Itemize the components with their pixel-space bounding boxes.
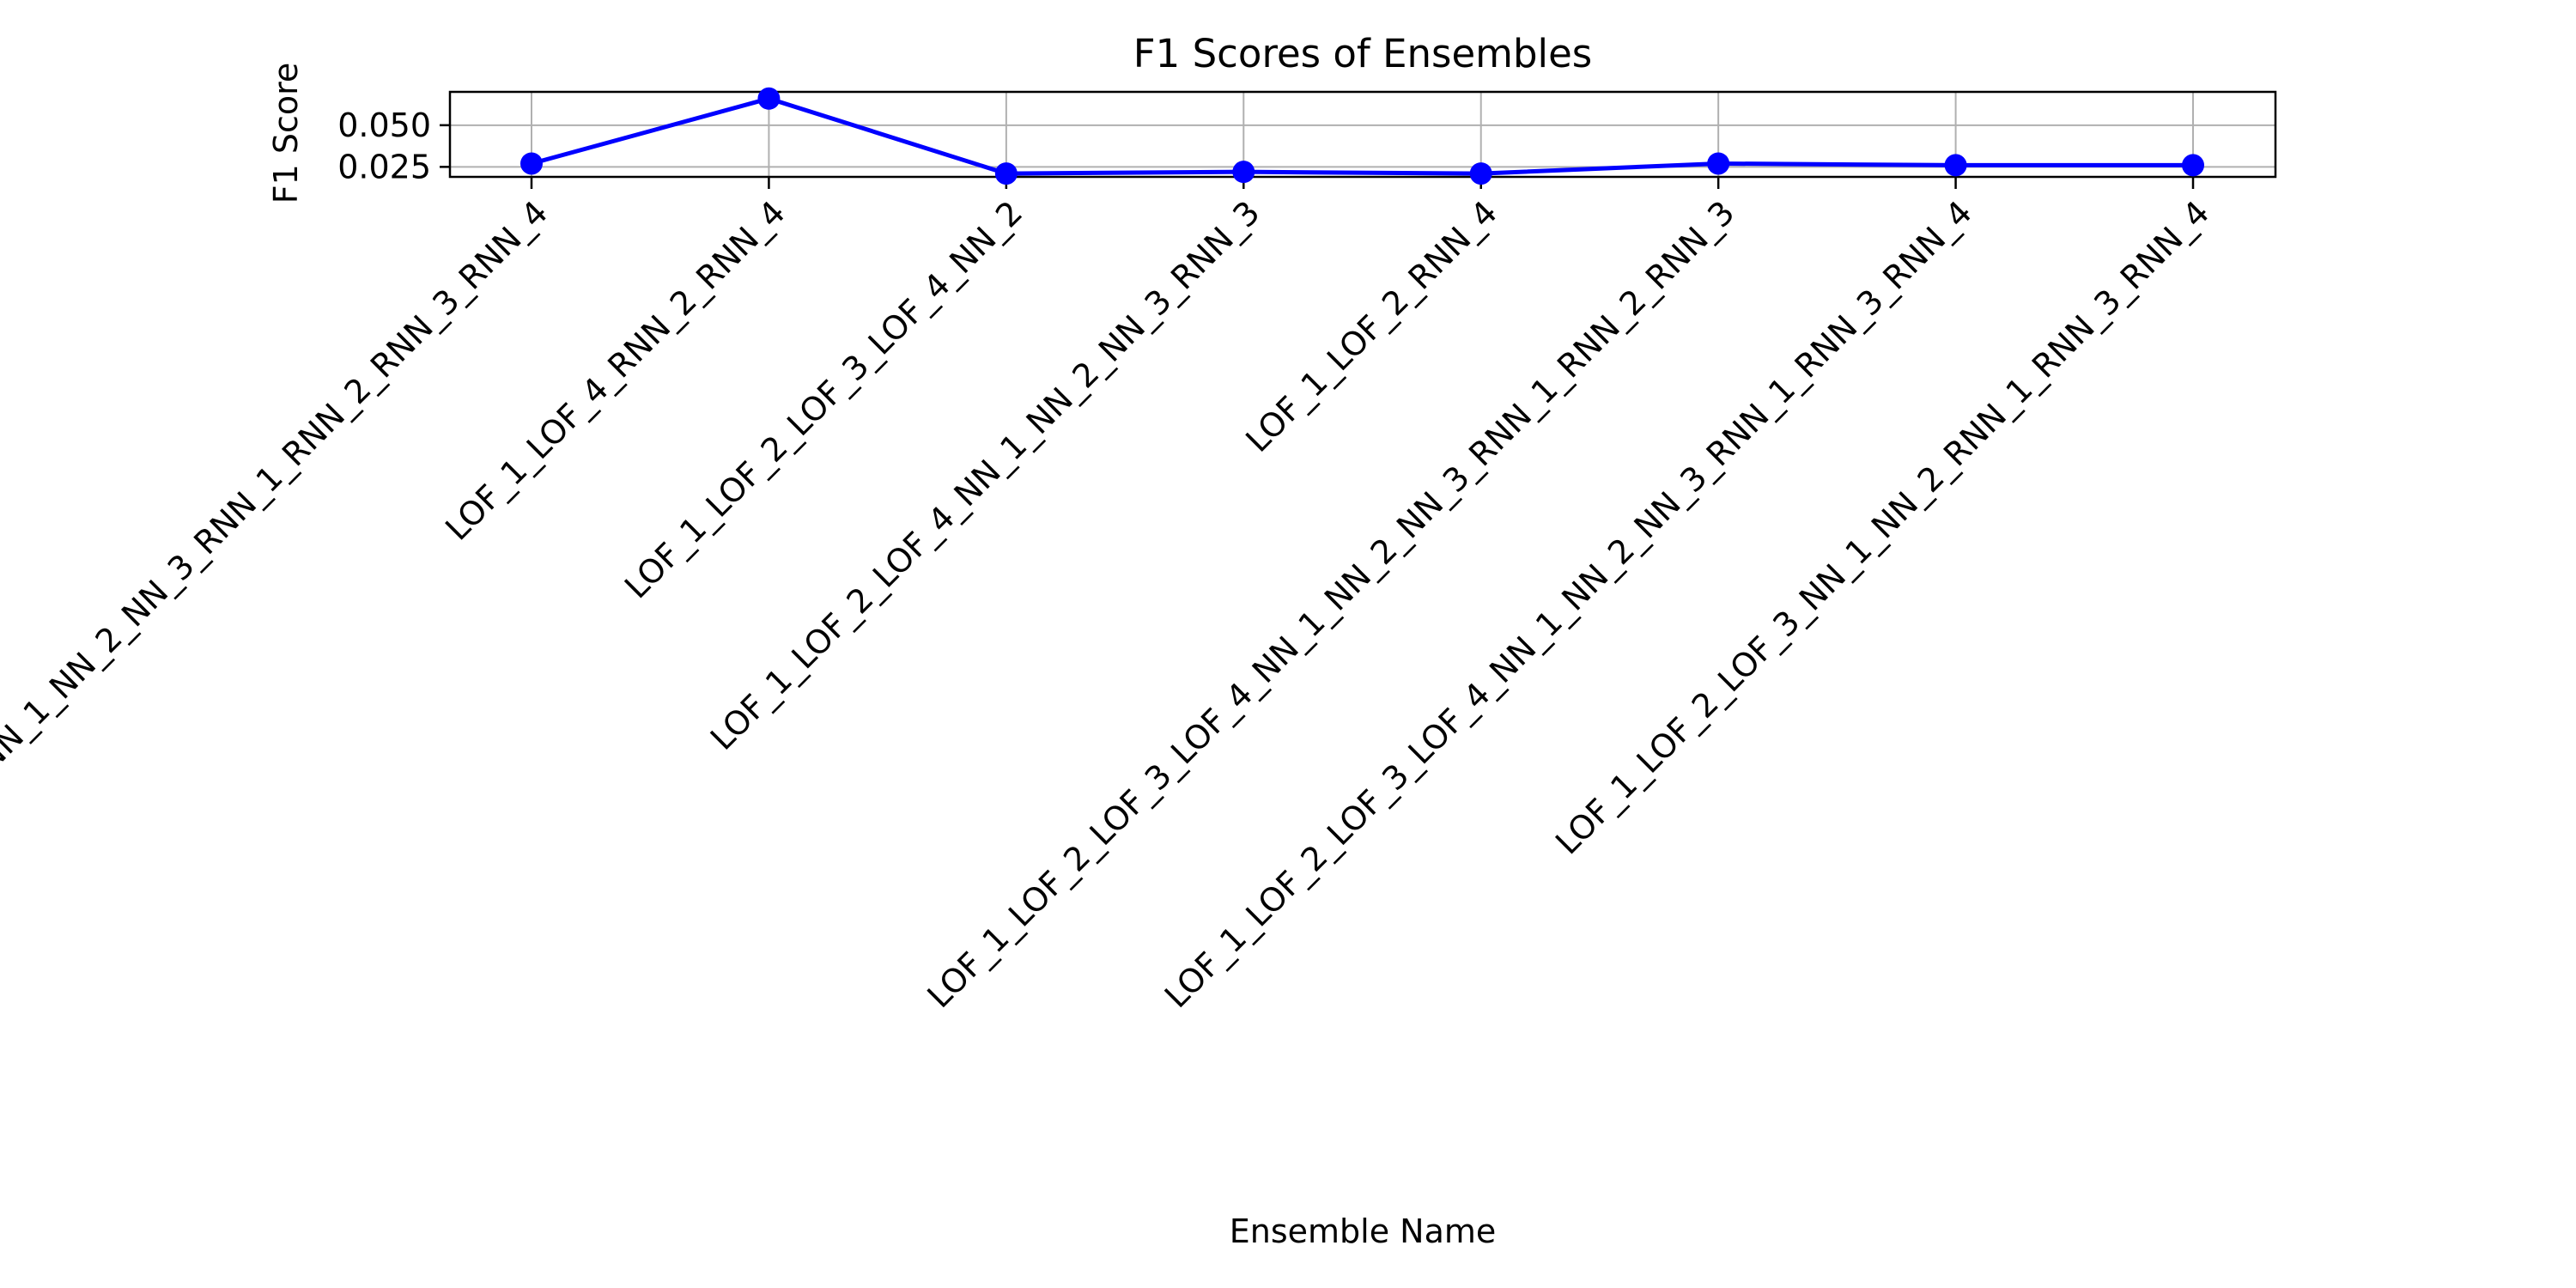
y-axis-label: F1 Score: [267, 63, 305, 204]
y-tick-label: 0.025: [337, 148, 431, 185]
series-layer: [520, 87, 2205, 185]
x-tick-label: LOF_1_LOF_2_LOF_4_NN_1_NN_2_NN_3_RNN_3: [703, 193, 1267, 757]
x-tick-label: LOF_1_LOF_2_LOF_3_LOF_4_NN_1_NN_2_NN_3_R…: [1157, 193, 1979, 1015]
data-point: [757, 87, 781, 110]
x-axis-label: Ensemble Name: [1230, 1212, 1497, 1250]
plot-frame: [448, 90, 2277, 179]
data-point: [520, 152, 543, 175]
data-point: [1232, 161, 1255, 184]
data-point: [1469, 162, 1492, 185]
x-tick-label: LOF_1_LOF_2_LOF_3_LOF_4_NN_1_NN_2_NN_3_R…: [0, 193, 555, 1103]
data-point: [994, 162, 1018, 185]
y-tick-labels: 0.025 0.050: [337, 106, 431, 186]
chart-title: F1 Scores of Ensembles: [1133, 31, 1592, 76]
x-tick-label: LOF_1_LOF_2_LOF_3_LOF_4_NN_2: [617, 193, 1030, 605]
data-point: [1707, 152, 1730, 175]
x-tick-labels: LOF_1_LOF_2_LOF_3_LOF_4_NN_1_NN_2_NN_3_R…: [0, 193, 2216, 1103]
data-point: [2182, 154, 2205, 177]
data-point: [1944, 154, 1967, 177]
x-tick-label: LOF_1_LOF_2_RNN_4: [1238, 193, 1504, 459]
series-line: [531, 96, 2194, 176]
y-tick-label: 0.050: [337, 106, 431, 144]
x-tick-label: LOF_1_LOF_2_LOF_3_LOF_4_NN_1_NN_2_NN_3_R…: [920, 193, 1741, 1015]
